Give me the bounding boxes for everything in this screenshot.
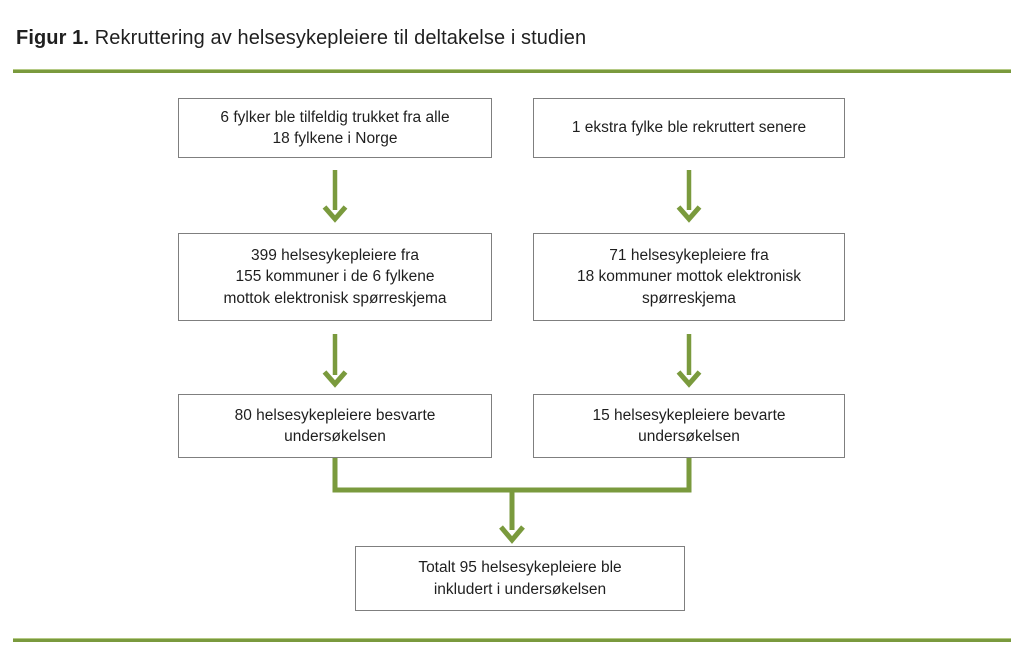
down-arrow-icon <box>322 170 348 223</box>
bottom-divider <box>13 638 1011 642</box>
flow-box-line: inkludert i undersøkelsen <box>433 580 607 598</box>
flow-box-line: mottok elektronisk spørreskjema <box>223 289 447 307</box>
flow-box-line: 1 ekstra fylke ble rekruttert senere <box>571 119 807 137</box>
flow-box-line: undersøkelsen <box>284 428 386 445</box>
figure-title-text: Rekruttering av helsesykepleiere til del… <box>94 27 587 49</box>
flow-box-line: 18 fylkene i Norge <box>272 130 398 147</box>
flow-box-line: 155 kommuner i de 6 fylkene <box>235 268 435 286</box>
flow-box-line: 80 helsesykepleiere besvarte <box>234 406 436 424</box>
down-arrow-icon <box>676 334 702 388</box>
down-arrow-icon <box>499 490 525 544</box>
figure-label: Figur 1. <box>16 27 90 49</box>
top-divider <box>13 69 1011 73</box>
flow-box-line: 399 helsesykepleiere fra <box>250 246 420 264</box>
flow-box-line: Totalt 95 helsesykepleiere ble <box>418 559 622 577</box>
flow-box-received-main: 399 helsesykepleiere fra 155 kommuner i … <box>178 233 492 321</box>
flow-box-line: spørreskjema <box>642 289 736 307</box>
merge-connector <box>332 458 692 493</box>
flow-box-received-extra: 71 helsesykepleiere fra 18 kommuner mott… <box>533 233 845 321</box>
flow-box-line: 6 fylker ble tilfeldig trukket fra alle <box>220 108 450 126</box>
flow-box-line: 71 helsesykepleiere fra <box>609 246 769 264</box>
down-arrow-icon <box>676 170 702 223</box>
flow-box-sampled-counties: 6 fylker ble tilfeldig trukket fra alle … <box>178 98 492 158</box>
flow-box-answered-main: 80 helsesykepleiere besvarte undersøkels… <box>178 394 492 458</box>
flow-box-answered-extra: 15 helsesykepleiere bevarte undersøkelse… <box>533 394 845 458</box>
flow-box-line: 15 helsesykepleiere bevarte <box>592 406 786 424</box>
flow-box-line: 18 kommuner mottok elektronisk <box>577 268 801 286</box>
flow-box-extra-county: 1 ekstra fylke ble rekruttert senere <box>533 98 845 158</box>
down-arrow-icon <box>322 334 348 388</box>
flow-box-total-included: Totalt 95 helsesykepleiere ble inkludert… <box>355 546 685 611</box>
flow-box-line: undersøkelsen <box>638 428 740 445</box>
figure-title: Figur 1. Rekruttering av helsesykepleier… <box>16 27 586 50</box>
